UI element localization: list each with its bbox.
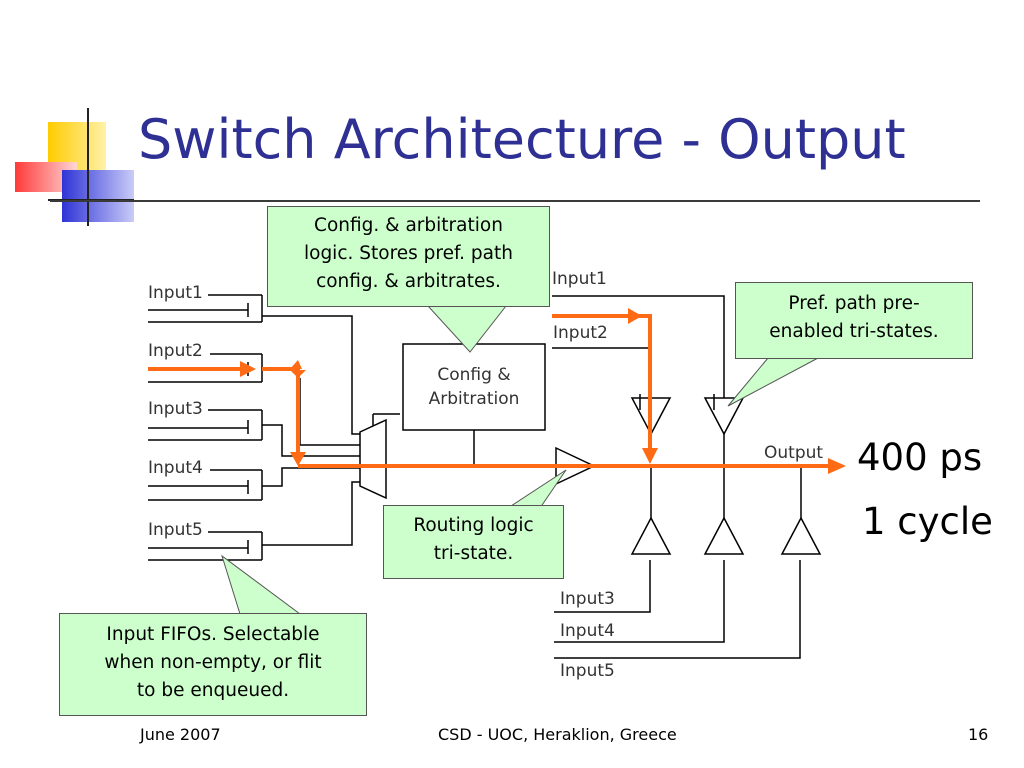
pref-callout-line1: Pref. path pre- — [788, 293, 920, 314]
multiplexer — [359, 418, 387, 500]
left-input-label-3: Input3 — [148, 399, 203, 419]
tristate-input3 — [630, 516, 672, 555]
config-arbitration-box — [402, 343, 546, 431]
routing-callout-tail — [506, 469, 567, 509]
latency-label: 400 ps — [857, 436, 983, 479]
config-box-line1: Config & — [437, 365, 510, 385]
fifo-callout: Input FIFOs. Selectable when non-empty, … — [59, 613, 367, 716]
pref-path-callout: Pref. path pre- enabled tri-states. — [735, 282, 973, 359]
left-input-label-5: Input5 — [148, 520, 203, 540]
config-callout-line2: logic. Stores pref. path — [303, 242, 513, 264]
fifo-callout-tail — [221, 554, 302, 615]
fifo-callout-line2: when non-empty, or flit — [104, 651, 322, 673]
left-input-label-2: Input2 — [148, 341, 203, 361]
fifo-callout-line3: to be enqueued. — [136, 679, 290, 701]
deco-blue-square — [62, 170, 134, 222]
routing-callout: Routing logic tri-state. — [383, 505, 564, 579]
right-input-label-4: Input4 — [560, 621, 615, 641]
pref-callout-tail — [727, 357, 819, 407]
fifo-input1 — [148, 294, 263, 323]
routing-callout-line2: tri-state. — [433, 542, 514, 564]
fifo-callout-line1: Input FIFOs. Selectable — [106, 624, 320, 645]
config-callout-line1: Config. & arbitration — [314, 215, 503, 236]
tristate-input4 — [703, 516, 745, 555]
right-input-label-5: Input5 — [560, 661, 615, 681]
cycle-label: 1 cycle — [862, 500, 993, 543]
fifo-input5 — [148, 531, 263, 561]
footer-org: CSD - UOC, Heraklion, Greece — [438, 725, 677, 744]
config-callout-line3: config. & arbitrates. — [316, 270, 501, 292]
config-callout: Config. & arbitration logic. Stores pref… — [267, 206, 550, 307]
routing-callout-line1: Routing logic — [413, 515, 534, 536]
right-input-label-3: Input3 — [560, 589, 615, 609]
left-input-label-4: Input4 — [148, 458, 203, 478]
output-label: Output — [764, 443, 823, 463]
footer-page-number: 16 — [968, 725, 989, 744]
fifo-input4 — [148, 469, 263, 501]
right-input-label-1: Input1 — [552, 269, 607, 289]
title-divider — [50, 200, 980, 202]
pref-callout-line2: enabled tri-states. — [769, 320, 939, 342]
left-input-label-1: Input1 — [148, 283, 203, 303]
config-box-line2: Arbitration — [429, 389, 520, 409]
tristate-input5 — [780, 516, 822, 555]
footer-date: June 2007 — [140, 725, 221, 744]
tristate-pref-input1 — [703, 397, 745, 436]
page-title: Switch Architecture - Output — [138, 108, 906, 171]
right-input-label-2: Input2 — [553, 323, 608, 343]
